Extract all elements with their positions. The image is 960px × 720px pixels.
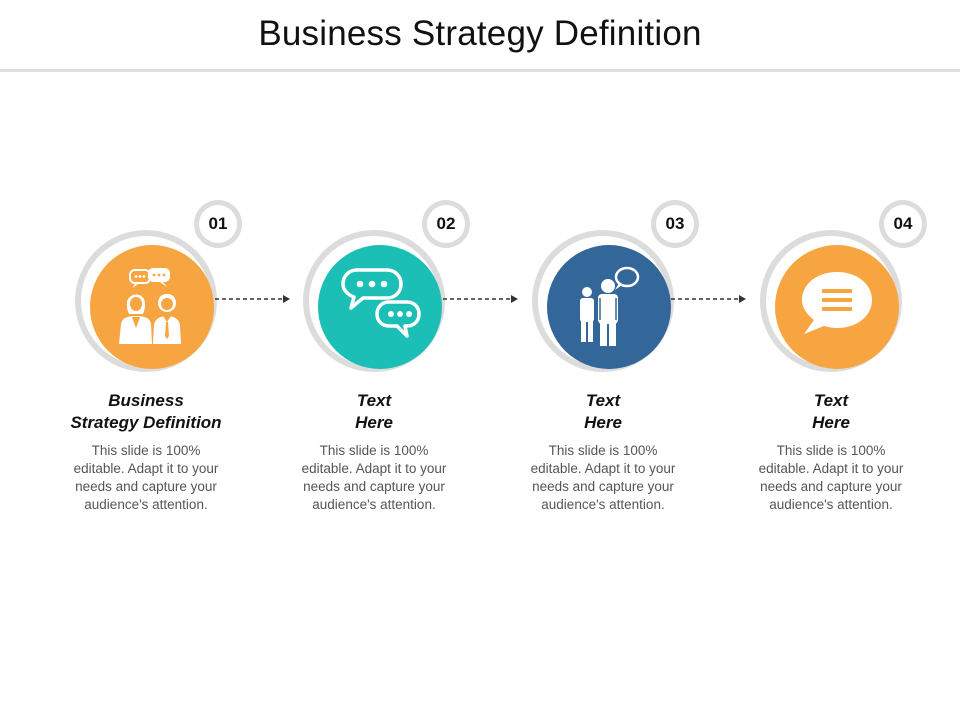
step-4-ring	[760, 230, 902, 372]
step-3-ring	[532, 230, 674, 372]
step-2-disc	[318, 245, 442, 369]
step-2-heading-line-1: Text	[356, 391, 392, 410]
step-1-ring	[75, 230, 217, 372]
step-3-number: 03	[656, 205, 694, 243]
step-2-heading-line-2: Here	[355, 413, 393, 432]
step-3-heading: Text Here	[503, 390, 703, 434]
step-3-number-badge: 03	[651, 200, 699, 248]
step-1-heading: Business Strategy Definition	[46, 390, 246, 434]
step-4-heading: Text Here	[731, 390, 931, 434]
step-1-heading-line-2: Strategy Definition	[70, 413, 222, 432]
step-3-heading-line-2: Here	[584, 413, 622, 432]
title-divider	[0, 69, 960, 72]
slide-title: Business Strategy Definition	[258, 14, 702, 53]
business-people-chat-icon	[107, 262, 197, 352]
step-2-number-badge: 02	[422, 200, 470, 248]
step-1-description: This slide is 100% editable. Adapt it to…	[73, 443, 219, 512]
step-2-ring	[303, 230, 445, 372]
step-2-description: This slide is 100% editable. Adapt it to…	[301, 443, 447, 512]
step-1-number-badge: 01	[194, 200, 242, 248]
connector-arrow-3	[669, 292, 747, 306]
step-1: 01 Business Strategy Definition This sli…	[46, 0, 246, 720]
step-3-description: This slide is 100% editable. Adapt it to…	[530, 443, 676, 512]
step-1-disc	[90, 245, 214, 369]
step-4-heading-line-2: Here	[812, 413, 850, 432]
step-3-disc	[547, 245, 671, 369]
step-3: 03 Text Here This slide is 100% editable…	[503, 0, 703, 720]
step-3-heading-line-1: Text	[585, 391, 621, 410]
step-4-heading-line-1: Text	[813, 391, 849, 410]
message-bubble-icon	[792, 262, 882, 352]
step-4-disc	[775, 245, 899, 369]
step-4: 04 Text Here This slide is 100% editable…	[731, 0, 931, 720]
step-4-description: This slide is 100% editable. Adapt it to…	[758, 443, 904, 512]
connector-arrow-1	[213, 292, 291, 306]
connector-arrow-2	[441, 292, 519, 306]
step-2-heading: Text Here	[274, 390, 474, 434]
step-2-number: 02	[427, 205, 465, 243]
chat-bubbles-icon	[335, 262, 425, 352]
step-4-number: 04	[884, 205, 922, 243]
step-1-number: 01	[199, 205, 237, 243]
people-speech-icon	[564, 262, 654, 352]
step-4-number-badge: 04	[879, 200, 927, 248]
step-2: 02 Text Here This slide is 100% editable…	[274, 0, 474, 720]
step-1-heading-line-1: Business	[108, 391, 184, 410]
